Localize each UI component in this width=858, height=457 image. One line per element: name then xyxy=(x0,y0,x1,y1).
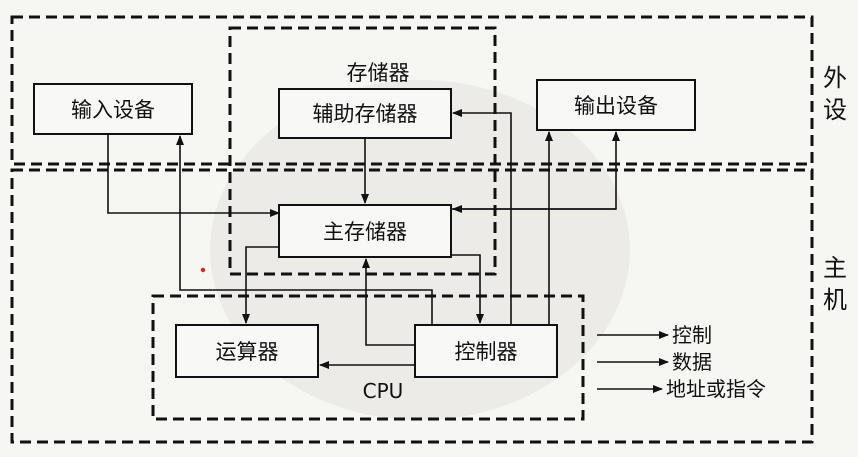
main-memory-label: 主存储器 xyxy=(323,220,407,244)
connection-lines xyxy=(107,109,620,369)
controller-to-aux-arrow xyxy=(452,109,512,325)
legend: 控制 数据 地址或指令 xyxy=(597,323,766,401)
legend-data-label: 数据 xyxy=(672,350,712,374)
input-to-memory-arrow xyxy=(107,134,280,217)
peripheral-label: 外设 xyxy=(823,64,847,124)
memory-to-alu-arrow xyxy=(242,246,279,324)
memory-group-label: 存储器 xyxy=(347,61,410,85)
cpu-region xyxy=(151,294,585,421)
input-device-node: 输入设备 xyxy=(33,83,193,135)
output-device-node: 输出设备 xyxy=(536,79,696,131)
red-dot-mark xyxy=(200,267,206,273)
alu-label: 运算器 xyxy=(216,340,279,364)
main-memory-node: 主存储器 xyxy=(278,204,452,258)
controller-to-input-arrow xyxy=(176,135,433,325)
aux-storage-label: 辅助存储器 xyxy=(313,102,418,126)
controller-node: 控制器 xyxy=(414,324,558,378)
peripheral-region xyxy=(10,15,814,166)
legend-address-label: 地址或指令 xyxy=(666,377,766,401)
cpu-label: CPU xyxy=(363,379,404,403)
input-device-label: 输入设备 xyxy=(71,98,155,122)
controller-label: 控制器 xyxy=(455,340,518,364)
legend-control-label: 控制 xyxy=(672,323,712,347)
host-region xyxy=(10,168,814,444)
alu-node: 运算器 xyxy=(175,324,319,378)
aux-storage-node: 辅助存储器 xyxy=(278,88,452,139)
output-device-label: 输出设备 xyxy=(574,94,658,118)
host-label: 主机 xyxy=(823,254,847,314)
controller-to-memory-arrow xyxy=(362,258,415,346)
memory-to-controller-arrow xyxy=(451,254,484,324)
